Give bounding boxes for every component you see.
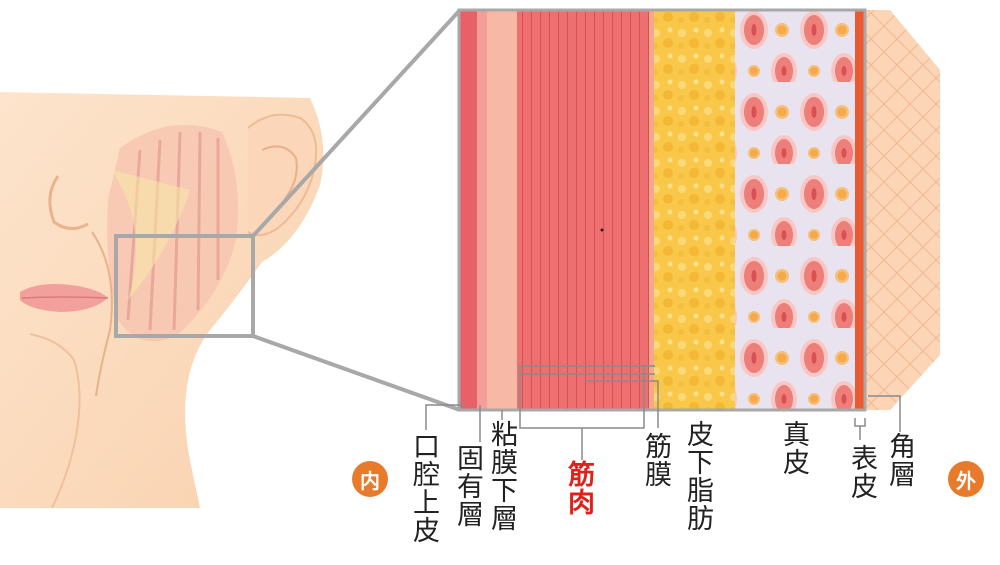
leader-lines (425, 365, 901, 460)
label-oral-epithelium: 口腔上皮 (408, 432, 439, 544)
label-subcutaneous-fat: 皮下脂肪 (682, 420, 713, 532)
face-illustration (0, 92, 324, 509)
label-submucosa: 粘膜下層 (486, 420, 517, 532)
layer-stratum-corneum (865, 10, 940, 410)
layer-submucosa (487, 10, 517, 410)
label-stratum-corneum: 角層 (884, 432, 915, 488)
zoom-box (114, 234, 255, 338)
layer-epidermis (855, 10, 865, 410)
bracket-muscle (519, 365, 645, 460)
zoom-line-top (251, 8, 462, 238)
section-border (457, 8, 867, 412)
cheek-contour (91, 231, 113, 397)
ear-inner (261, 145, 298, 201)
muscle-center-dot (600, 228, 604, 232)
leader-oral-epithelium (425, 404, 466, 430)
label-lamina-propria: 固有層 (452, 444, 483, 528)
cross-section (457, 8, 940, 412)
bracket-epidermis (854, 418, 866, 440)
leader-fascia (520, 365, 659, 428)
inner-badge: 内 (352, 461, 388, 497)
zoom-line-bottom (252, 334, 461, 412)
label-epidermis: 表皮 (846, 444, 877, 500)
layer-oral-epithelium (460, 10, 477, 410)
lips (20, 284, 108, 312)
layer-subcutaneous-fat (654, 10, 735, 410)
leader-stratum-corneum (868, 395, 901, 432)
nose (48, 175, 89, 230)
chin (29, 333, 81, 509)
layer-fascia (649, 10, 654, 410)
label-dermis: 真皮 (778, 420, 809, 476)
layer-lamina-propria (477, 10, 487, 410)
lip-line (21, 296, 109, 299)
label-muscle: 筋肉 (563, 460, 594, 516)
zoom-callout (114, 8, 462, 412)
layer-muscle (517, 10, 649, 410)
layer-dermis (735, 10, 855, 410)
ear (247, 113, 318, 237)
label-fascia: 筋膜 (640, 432, 671, 488)
outer-badge: 外 (948, 461, 984, 497)
